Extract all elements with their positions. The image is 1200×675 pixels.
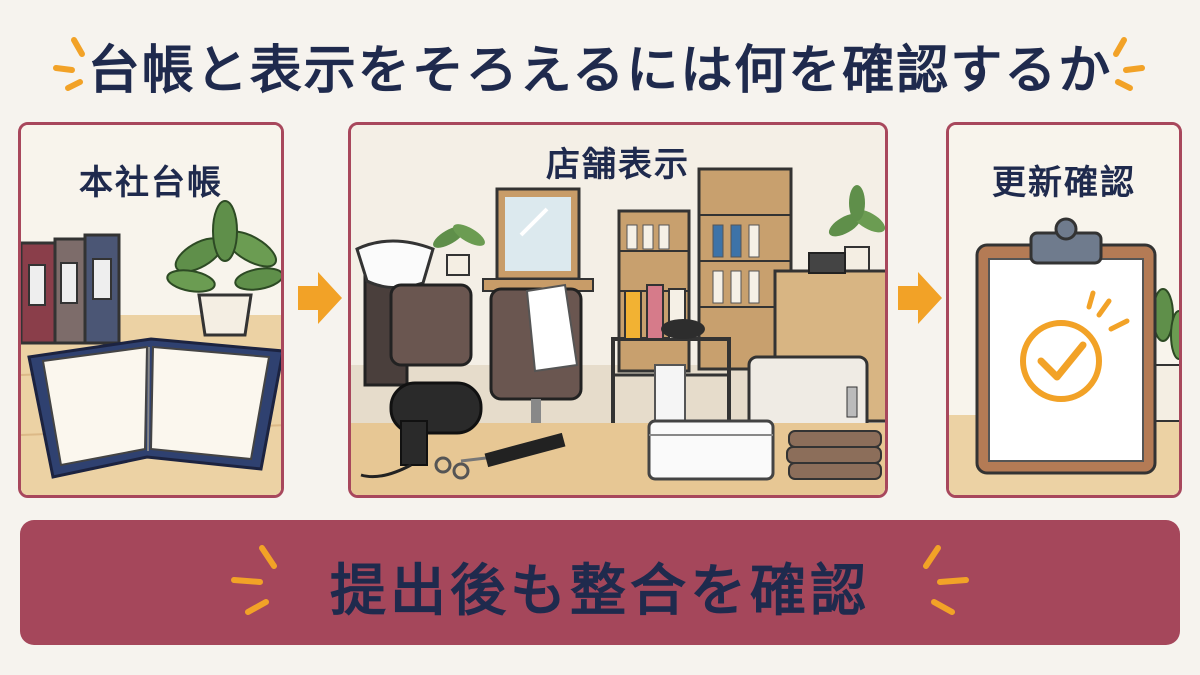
update-check-panel: 更新確認 [946,122,1182,498]
store-display-panel: 店舗表示 [348,122,888,498]
summary-banner: 提出後も整合を確認 [20,520,1180,645]
salon-illustration [351,125,885,495]
clipboard-icon [975,217,1157,475]
arrow-right-icon [298,272,342,324]
open-book-icon [27,337,281,479]
plant-icon [1152,288,1179,422]
ledger-illustration [21,125,281,495]
store-display-label: 店舗表示 [546,145,690,185]
ledger-panel: 本社台帳 [18,122,284,498]
binder-icon [21,233,121,345]
left-banner-spark-icon [231,545,277,615]
comb-icon [484,432,566,468]
plant-icon [433,185,885,276]
right-title-spark-icon [1113,37,1145,91]
check-circle-icon [1020,290,1130,402]
hair-dryer-icon [360,381,483,479]
ledger-label: 本社台帳 [79,163,223,203]
clipboard-illustration [949,125,1179,495]
towel-stack-icon [786,430,882,480]
right-banner-spark-icon [923,545,969,615]
page-title: 台帳と表示をそろえるには何を確認するか [87,41,1113,101]
arrow-right-icon [898,272,942,324]
plant-icon [166,200,281,337]
update-check-label: 更新確認 [992,163,1136,203]
mirror-icon [482,187,594,292]
storage-box-icon [647,419,775,481]
banner-text: 提出後も整合を確認 [330,559,870,624]
left-title-spark-icon [53,37,85,91]
